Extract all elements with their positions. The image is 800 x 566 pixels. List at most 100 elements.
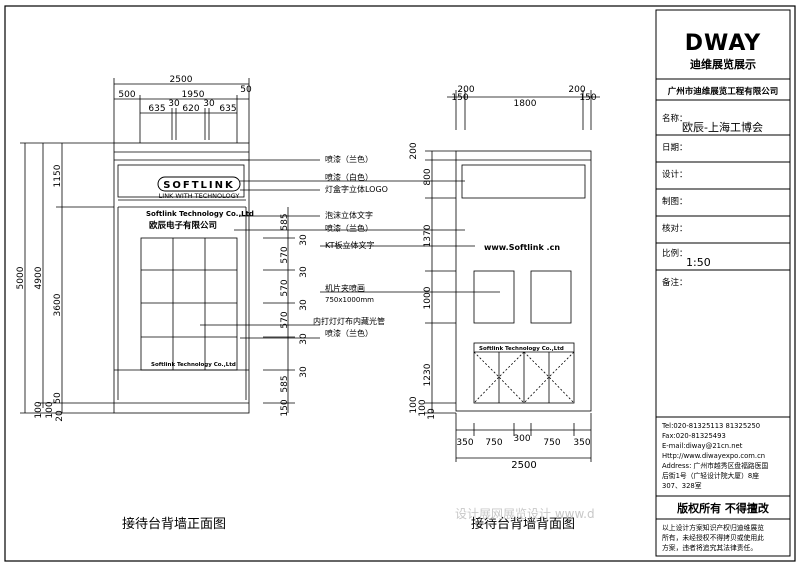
right-dim: 30 (299, 266, 309, 278)
logo-subtext: LINK WITH TECHNOLOGY (159, 192, 240, 200)
back-view (425, 90, 600, 462)
back-left-dims: 200 800 1370 1000 1230 100 100 10 (409, 142, 437, 420)
sub-dim: 30 (203, 99, 215, 109)
dim-inner-height: 4900 (34, 266, 44, 289)
copyright: 版权所有 不得擅改 (677, 501, 770, 515)
date-label: 日期： (662, 143, 688, 153)
right-dim: 30 (299, 333, 309, 345)
right-dim: 570 (280, 311, 290, 328)
right-dim: 570 (280, 279, 290, 296)
contact-line: 307、328室 (662, 481, 702, 490)
disclaimer: 以上设计方案知识产权归迪维展览 所有，未经授权不得拷贝或使用此 方案，违者将追究… (662, 523, 764, 552)
disclaimer-line: 以上设计方案知识产权归迪维展览 (662, 523, 764, 532)
back-top-dim: 150 (579, 93, 596, 103)
front-company-en: Softlink Technology Co.,Ltd (146, 210, 254, 218)
front-bottom-label: Softlink Technology Co.,Ltd (151, 362, 236, 368)
sub-dim: 635 (148, 104, 165, 114)
dway-logo-cn: 迪维展览展示 (690, 57, 756, 71)
back-poster-left (473, 270, 515, 324)
note-lightbox-logo: 灯盒字立体LOGO (325, 184, 388, 194)
sub-dim: 635 (219, 104, 236, 114)
back-bottom-dims: 350 750 300 750 350 2500 (456, 434, 590, 471)
back-bottom-dim: 750 (485, 438, 502, 448)
draw-label: 制图： (662, 196, 688, 207)
note-paint-white: 喷漆（白色） (325, 172, 373, 182)
scale-value: 1:50 (686, 256, 711, 269)
dim-middle-height: 3600 (53, 293, 63, 316)
back-top-dims: 150 1800 200 150 200 (451, 85, 596, 109)
back-top-dim: 1800 (514, 99, 537, 109)
dway-logo: DWAY 迪维展览展示 (685, 31, 761, 71)
contact-line: Fax:020-81325493 (662, 432, 726, 440)
name-label: 名称： (662, 113, 688, 124)
dim-foot: 100 (45, 401, 55, 418)
dim-right: 50 (240, 85, 252, 95)
front-view-title: 接待台背墙正面图 (122, 516, 226, 532)
dway-logo-text: DWAY (685, 31, 761, 56)
right-dim: 585 (280, 213, 290, 230)
right-dim: 30 (299, 366, 309, 378)
dim-foot: 20 (55, 410, 65, 422)
front-grid (140, 237, 238, 371)
back-left-dim: 1370 (423, 224, 433, 247)
contact-line: Address: 广州市越秀区盘福路医国 (662, 461, 768, 470)
note-foam-text: 泡沫立体文字 (325, 210, 373, 220)
front-right-dims: 585 30 570 30 570 30 570 30 585 30 150 (280, 213, 309, 416)
dim-top-height: 1150 (53, 164, 63, 187)
back-left-dim: 10 (427, 408, 437, 420)
contact-info: Tel:020-81325113 81325250 Fax:020-813254… (661, 422, 768, 490)
note-lightcloth: 内打灯灯布内藏光管 (313, 316, 385, 326)
back-top-dim: 200 (457, 85, 474, 95)
check-label: 核对： (662, 223, 688, 234)
back-website: www.Softlink .cn (484, 243, 560, 252)
sheet-border (4, 5, 796, 562)
dim-overall: 2500 (170, 75, 193, 85)
watermark: 设计展网展览设计 www.d (455, 506, 595, 521)
back-left-dim: 800 (423, 168, 433, 185)
note-kt-board: KT板立体文字 (325, 240, 375, 250)
contact-line: E-mail:diway@21cn.net (662, 442, 743, 450)
right-dim: 30 (299, 299, 309, 311)
title-block (655, 9, 791, 557)
back-bottom-dim: 300 (513, 434, 530, 444)
scale-label: 比例： (662, 248, 688, 259)
note-poster-size: 750x1000mm (325, 296, 374, 304)
right-dim: 585 (280, 375, 290, 392)
back-left-dim: 200 (409, 142, 419, 159)
back-cabinet-label: Softlink Technology Co.,Ltd (479, 346, 564, 352)
back-left-dim: 100 (409, 396, 419, 413)
title-block-frame (655, 9, 791, 557)
back-left-dim: 100 (418, 399, 428, 416)
back-bottom-dim: 350 (573, 438, 590, 448)
leader-lines (200, 159, 500, 339)
front-company-cn: 欧辰电子有限公司 (149, 220, 217, 231)
front-outline (113, 142, 250, 414)
logo-text: SOFTLINK (163, 180, 235, 191)
contact-line: 后街1号（广轻设计院大厦）8座 (662, 471, 759, 480)
right-dim: 150 (280, 399, 290, 416)
back-outline (455, 150, 592, 412)
contact-line: Tel:020-81325113 81325250 (661, 422, 760, 430)
right-dim: 570 (280, 246, 290, 263)
disclaimer-line: 所有，未经授权不得拷贝或使用此 (662, 533, 764, 542)
dim-mid: 1950 (182, 90, 205, 100)
sub-dim: 620 (182, 104, 199, 114)
back-bottom-dim: 750 (543, 438, 560, 448)
notes: 喷漆（兰色） 喷漆（白色） 灯盒字立体LOGO 泡沫立体文字 喷漆（兰色） KT… (313, 154, 388, 338)
front-logo: SOFTLINK LINK WITH TECHNOLOGY (157, 176, 241, 200)
back-top-dim: 200 (568, 85, 585, 95)
note-paint-blue-3: 喷漆（兰色） (325, 328, 373, 338)
back-left-dim: 1000 (423, 286, 433, 309)
contact-line: Http://www.diwayexpo.com.cn (662, 452, 765, 460)
front-view (20, 78, 295, 414)
name-value: 欧辰-上海工博会 (682, 120, 763, 134)
note-paint-blue-2: 喷漆（兰色） (325, 223, 373, 233)
sub-dim: 30 (168, 99, 180, 109)
design-label: 设计： (662, 169, 688, 180)
remark-label: 备注： (662, 277, 688, 288)
note-paint-blue: 喷漆（兰色） (325, 154, 373, 164)
back-poster-right (530, 270, 572, 324)
disclaimer-line: 方案，违者将追究其法律责任。 (662, 543, 757, 552)
dim-bottom: 50 (53, 392, 63, 404)
